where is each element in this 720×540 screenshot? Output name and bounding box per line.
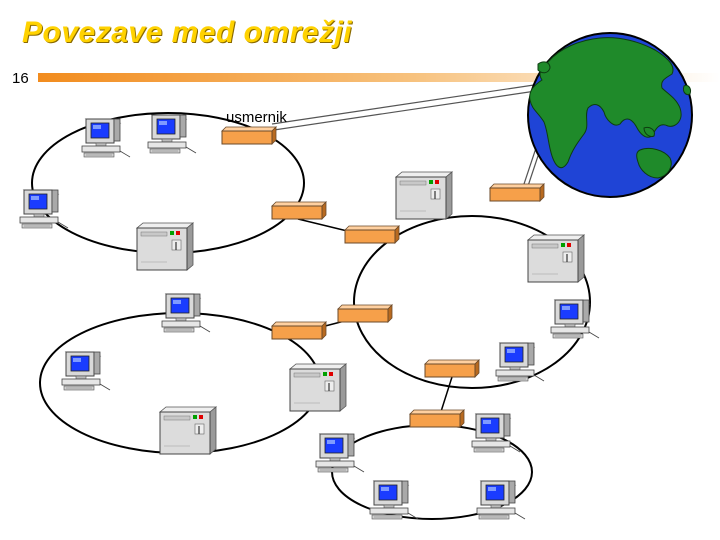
router-icon: [271, 321, 327, 340]
router-icon: [337, 304, 393, 323]
workstation-icon: [61, 351, 111, 391]
server-icon: [527, 234, 585, 283]
workstation-icon: [19, 189, 69, 229]
router-label: usmernik: [226, 109, 287, 126]
globe-icon: [527, 32, 693, 198]
server-icon: [159, 406, 217, 455]
workstation-icon: [81, 118, 131, 158]
workstation-icon: [476, 480, 526, 520]
server-icon: [136, 222, 194, 271]
router-icon: [344, 225, 400, 244]
router-icon: [271, 201, 327, 220]
router-icon: [409, 409, 465, 428]
workstation-icon: [550, 299, 600, 339]
workstation-icon: [315, 433, 365, 473]
server-icon: [289, 363, 347, 412]
workstation-icon: [369, 480, 419, 520]
server-icon: [395, 171, 453, 220]
router-icon: [424, 359, 480, 378]
workstation-icon: [495, 342, 545, 382]
slide-title: Povezave med omrežji: [22, 16, 353, 49]
slide-number: 16: [12, 70, 29, 87]
router-icon: [489, 183, 545, 202]
wan-link: [273, 87, 557, 131]
router-icon: [221, 126, 277, 145]
workstation-icon: [147, 114, 197, 154]
header-bar: [38, 73, 720, 82]
wan-link: [271, 81, 555, 125]
network-rings: [31, 112, 591, 520]
network-ring: [353, 215, 591, 389]
workstation-icon: [471, 413, 521, 453]
